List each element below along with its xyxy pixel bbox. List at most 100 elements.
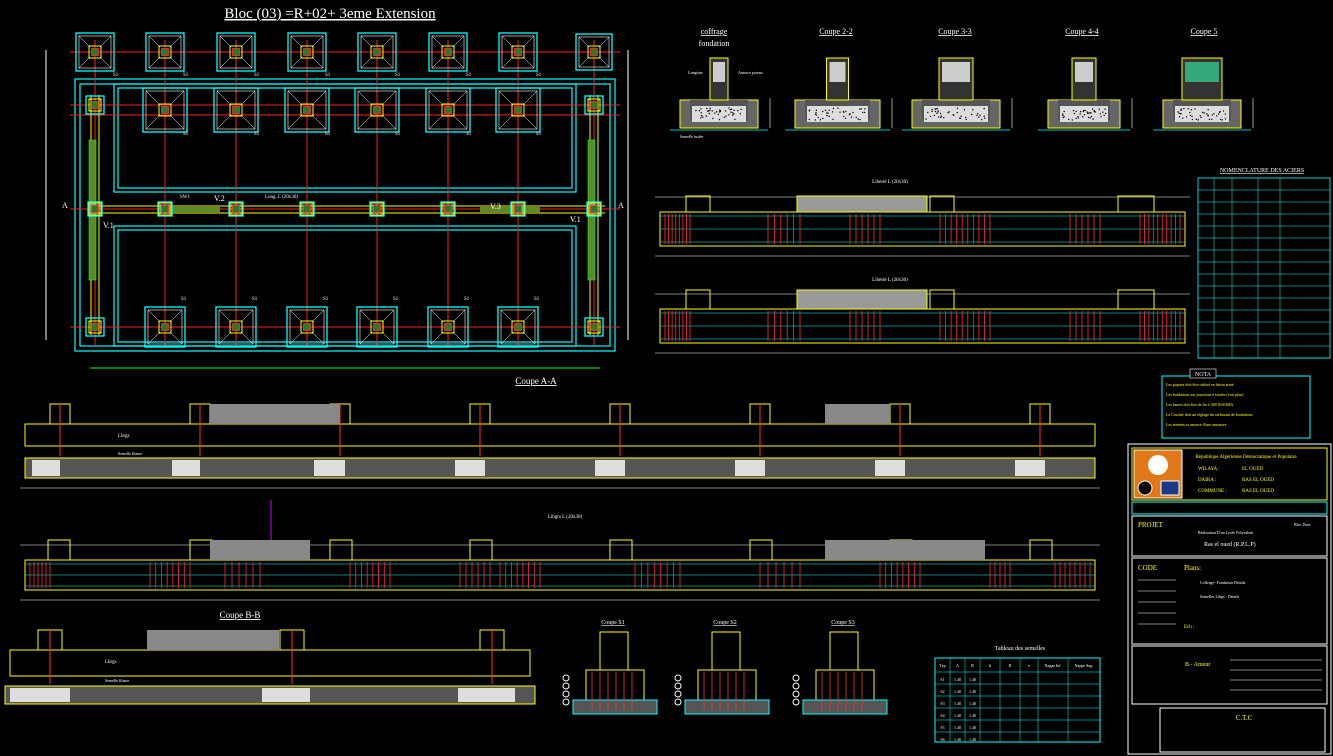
aggregate-dot [1180, 108, 1181, 109]
schedule-cell: 1.40 [954, 725, 961, 730]
aggregate-dot [709, 110, 710, 111]
footing-section [685, 700, 769, 714]
aggregate-dot [965, 119, 966, 120]
aggregate-dot [940, 113, 941, 114]
pedestal [1118, 196, 1154, 212]
label-longrine: Lbrgs [105, 660, 117, 665]
aggregate-dot [1209, 119, 1210, 120]
aggregate-dot [935, 111, 936, 112]
footing-slope [432, 36, 443, 47]
schedule-header: Nappe Sup. [1075, 663, 1094, 668]
aggregate-dot [1187, 108, 1188, 109]
aggregate-dot [700, 112, 701, 113]
footing-slope [382, 115, 396, 129]
aggregate-dot [964, 109, 965, 110]
plans-line1: Coffrage- Fondation-Détails [1200, 580, 1246, 585]
daira-key: DAIRA : [1198, 478, 1216, 483]
label-longrine: Longrine [688, 70, 703, 75]
aggregate-dot [700, 108, 701, 109]
aggregate-dot [935, 108, 936, 109]
aggregate-dot [1182, 117, 1183, 118]
footing-slope [217, 115, 231, 129]
aggregate-dot [818, 117, 819, 118]
aggregate-dot [927, 112, 928, 113]
footing-slope [312, 57, 323, 68]
label-s1: S1 [466, 132, 472, 137]
footing-slope [312, 36, 323, 47]
schedule-cell: S6 [940, 737, 944, 742]
hatch-block [825, 540, 985, 560]
aggregate-dot [1179, 116, 1180, 117]
footing-block [1015, 460, 1045, 476]
aggregate-dot [845, 111, 846, 112]
aggregate-dot [979, 115, 980, 116]
aggregate-dot [936, 113, 937, 114]
aggregate-dot [728, 107, 729, 108]
plans-label: Plans: [1184, 564, 1201, 572]
aggregate-dot [977, 113, 978, 114]
section-title: coffrage [701, 27, 728, 36]
aggregate-dot [1103, 115, 1104, 116]
schedule-cell: S2 [940, 689, 944, 694]
footing-slope [382, 57, 393, 68]
label-s1: S1 [466, 73, 472, 78]
plans-box [1132, 558, 1327, 644]
aggregate-dot [1211, 119, 1212, 120]
pedestal [470, 540, 492, 560]
aggregate-dot [862, 112, 863, 113]
signature-box [1132, 646, 1327, 704]
label-s1: S1 [393, 297, 399, 302]
aggregate-dot [731, 109, 732, 110]
column [374, 324, 381, 331]
column [591, 102, 598, 109]
bottom-section: Coupe S2 [675, 620, 769, 714]
aggregate-dot [1095, 111, 1096, 112]
footing-slope [149, 36, 160, 47]
footing-slope [288, 91, 302, 105]
aggregate-dot [1200, 117, 1201, 118]
rebar-callout [563, 699, 569, 705]
table-frame [1198, 178, 1330, 358]
top-sections: coffragefondationCoupe 2-2Coupe 3-3Coupe… [670, 27, 1253, 139]
schedule-cell: 1.40 [954, 701, 961, 706]
footing-block [172, 460, 200, 476]
section-detail [902, 58, 1012, 130]
footing-slope [241, 115, 255, 129]
column [92, 49, 99, 56]
label-s1: S1 [183, 132, 189, 137]
column-section [712, 632, 740, 670]
footing-slope [291, 57, 302, 68]
rebar-table-title: NOMENCLATURE DES ACIERS [1220, 168, 1304, 174]
aggregate-dot [718, 114, 719, 115]
schedule-cell: 1.40 [969, 689, 976, 694]
footing-slope [453, 310, 465, 322]
aggregate-dot [851, 116, 852, 117]
footing-slope [79, 36, 90, 47]
column [374, 49, 381, 56]
aggregate-dot [1189, 112, 1190, 113]
footing-slope [311, 204, 312, 205]
aggregate-dot [1092, 108, 1093, 109]
column [591, 49, 598, 56]
footing-block [10, 688, 70, 702]
footing-slope [100, 57, 111, 68]
aggregate-dot [1090, 112, 1091, 113]
footing-slope [358, 115, 372, 129]
strip-box [1132, 502, 1327, 514]
footing-slope [453, 91, 467, 105]
aggregate-dot [1196, 119, 1197, 120]
footing-slope [291, 36, 302, 47]
column [92, 102, 99, 109]
rebar-callout [563, 691, 569, 697]
aggregate-dot [1194, 108, 1195, 109]
projet-line2: Ras el oued (R.P.L.P) [1204, 541, 1256, 548]
aggregate-dot [936, 108, 937, 109]
footing-slope [170, 115, 184, 129]
aggregate-dot [733, 110, 734, 111]
nota-title: NOTA [1195, 372, 1212, 378]
column [233, 206, 240, 213]
label-sw1: SW1 [180, 195, 191, 200]
title-block: République Algérienne Démocratique et Po… [1128, 444, 1331, 754]
aggregate-dot [1200, 115, 1201, 116]
section-detail [1038, 58, 1132, 130]
